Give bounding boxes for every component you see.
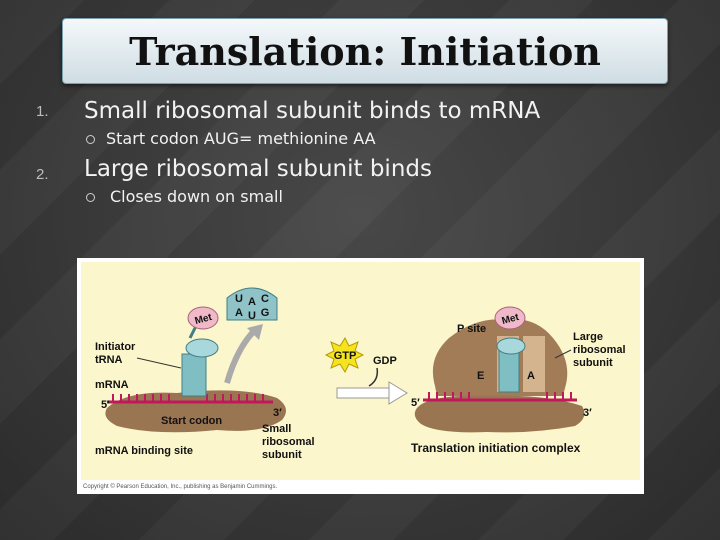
three-prime-right: 3′ [583, 407, 592, 419]
small-subunit-label-line3: subunit [262, 449, 302, 461]
item-1-text: Small ribosomal subunit binds to mRNA [84, 98, 541, 124]
large-subunit-label-line3: subunit [573, 357, 613, 369]
codon-bottom-2: U [248, 310, 256, 322]
item-1-subtext: Start codon AUG= methionine AA [106, 129, 376, 148]
process-arrow-shaft [336, 387, 390, 399]
trna-body-left [181, 353, 207, 397]
zoom-arrowhead-icon [247, 324, 263, 340]
process-arrowhead-icon [388, 381, 408, 405]
codon-top-3: C [261, 293, 269, 305]
three-prime-left: 3′ [273, 407, 282, 419]
item-2-text: Large ribosomal subunit binds [84, 156, 432, 182]
large-subunit-label-line2: ribosomal [573, 344, 626, 356]
initiator-leader-line [136, 357, 182, 369]
zoom-arrow-icon [224, 327, 258, 384]
slide-title: Translation: Initiation [129, 28, 601, 74]
translation-complex-label: Translation initiation complex [411, 441, 581, 455]
small-subunit-right-shape [414, 395, 585, 433]
gtp-label: GTP [334, 350, 357, 362]
start-codon-label: Start codon [161, 415, 222, 427]
item-1-number: 1. [36, 103, 49, 120]
five-prime-right: 5′ [411, 397, 420, 409]
energy-burst-icon [324, 336, 365, 374]
codon-bottom-1: A [235, 307, 243, 319]
copyright-strip [81, 480, 640, 490]
copyright-text: Copyright © Pearson Education, Inc., pub… [83, 483, 278, 490]
item-2-number: 2. [36, 166, 49, 183]
five-prime-left: 5′ [101, 399, 110, 411]
mrna-label-left: mRNA [95, 379, 129, 391]
trna-head-left [185, 338, 219, 358]
large-subunit-leader [554, 349, 572, 359]
trna-body-right [498, 349, 520, 393]
met-bubble-right [494, 306, 526, 330]
codon-bottom-3: G [261, 307, 270, 319]
gdp-curve-arrow-icon [368, 367, 379, 387]
bullet-circle-icon [86, 135, 95, 144]
small-subunit-label-line2: ribosomal [262, 436, 315, 448]
figure-illustration: Met U A C A U G Initiator tRNA mRNA 5′ 3… [81, 262, 640, 490]
small-subunit-label-line1: Small [262, 423, 291, 435]
title-box: Translation: Initiation [62, 18, 668, 84]
large-subunit-label-line1: Large [573, 331, 603, 343]
translation-initiation-figure: Met U A C A U G Initiator tRNA mRNA 5′ 3… [77, 258, 644, 494]
a-site-slot [523, 336, 545, 392]
codon-top-1: U [235, 293, 243, 305]
p-site-label: P site [457, 323, 486, 335]
gdp-label: GDP [373, 355, 397, 367]
met-label-right: Met [501, 312, 521, 327]
met-label-left: Met [194, 312, 214, 327]
codon-zoom-shape [226, 287, 278, 321]
mrna-bases-left [112, 394, 264, 402]
a-site-label: A [527, 370, 535, 382]
mrna-bases-right [428, 392, 572, 400]
e-site-label: E [477, 370, 484, 382]
codon-top-2: A [248, 296, 256, 308]
initiator-label-line2: tRNA [95, 354, 123, 366]
trna-head-right [496, 337, 526, 355]
item-2-subtext: Closes down on small [110, 187, 283, 206]
mrna-binding-site-label: mRNA binding site [95, 445, 193, 457]
bullet-circle-icon [86, 193, 95, 202]
met-bubble-left [187, 306, 219, 330]
initiator-label-line1: Initiator [95, 341, 136, 353]
